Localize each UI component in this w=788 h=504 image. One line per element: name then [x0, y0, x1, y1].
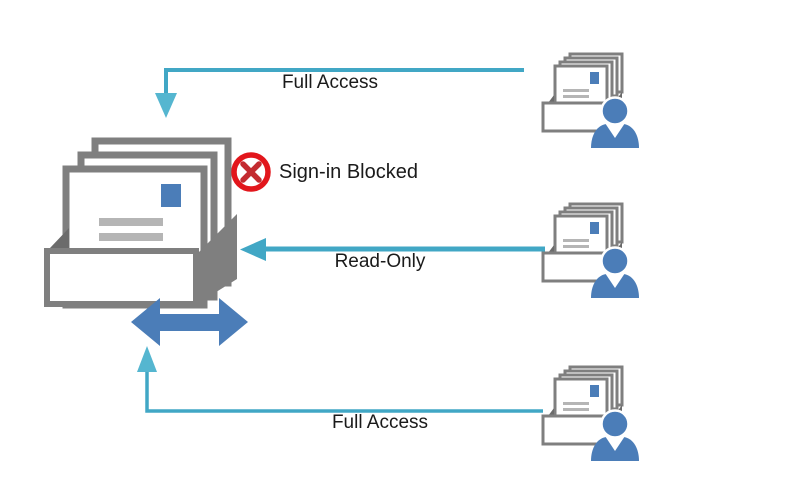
read-only-arrow: [240, 238, 545, 261]
shared-mailbox-icon: [44, 137, 248, 346]
arrowhead-down: [155, 93, 177, 118]
arrowhead-up: [137, 346, 157, 372]
full-access-arrow-top: [155, 68, 524, 118]
arrowhead-left: [240, 238, 266, 261]
sign-in-blocked-icon: [231, 152, 271, 192]
x-stroke: [240, 161, 262, 183]
mail-tray: [44, 248, 199, 307]
tray-corner-left: [50, 228, 69, 248]
double-headed-arrow-icon: [131, 298, 248, 346]
user-mailbox-icon-top: [541, 52, 641, 150]
stamp-icon: [161, 184, 181, 207]
arrow-line: [164, 68, 524, 94]
full-access-bottom-label: Full Access: [331, 412, 429, 433]
user-mailbox-icon-middle: [541, 202, 641, 300]
arrow-line: [145, 371, 543, 413]
full-access-arrow-bottom: [137, 346, 543, 413]
address-line: [99, 233, 163, 241]
read-only-label: Read-Only: [334, 251, 426, 272]
user-mailbox-icon-bottom: [541, 365, 641, 463]
address-line: [99, 218, 163, 226]
full-access-top-label: Full Access: [281, 72, 379, 93]
sign-in-blocked-label: Sign-in Blocked: [279, 161, 418, 183]
tray-side-panel: [197, 214, 237, 304]
